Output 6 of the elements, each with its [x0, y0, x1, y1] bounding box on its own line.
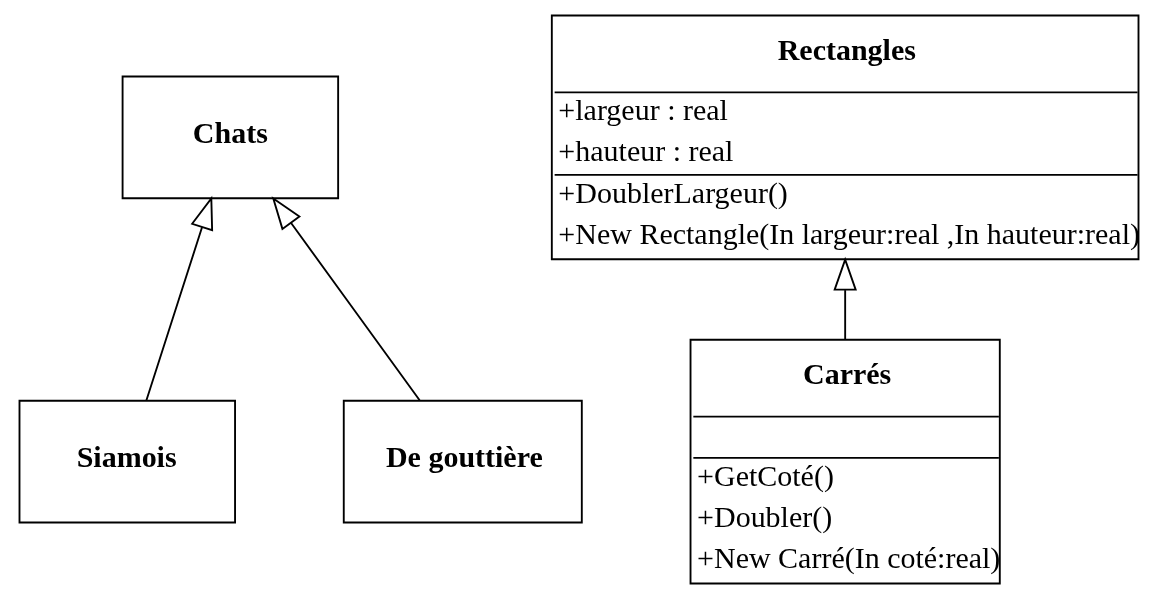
node-box: Siamois: [18, 399, 236, 524]
arrow: [145, 195, 213, 402]
arrow: [271, 196, 421, 402]
node-box: De gouttière: [342, 399, 583, 524]
arrow: [832, 256, 857, 341]
node-box: Chats: [121, 75, 339, 200]
